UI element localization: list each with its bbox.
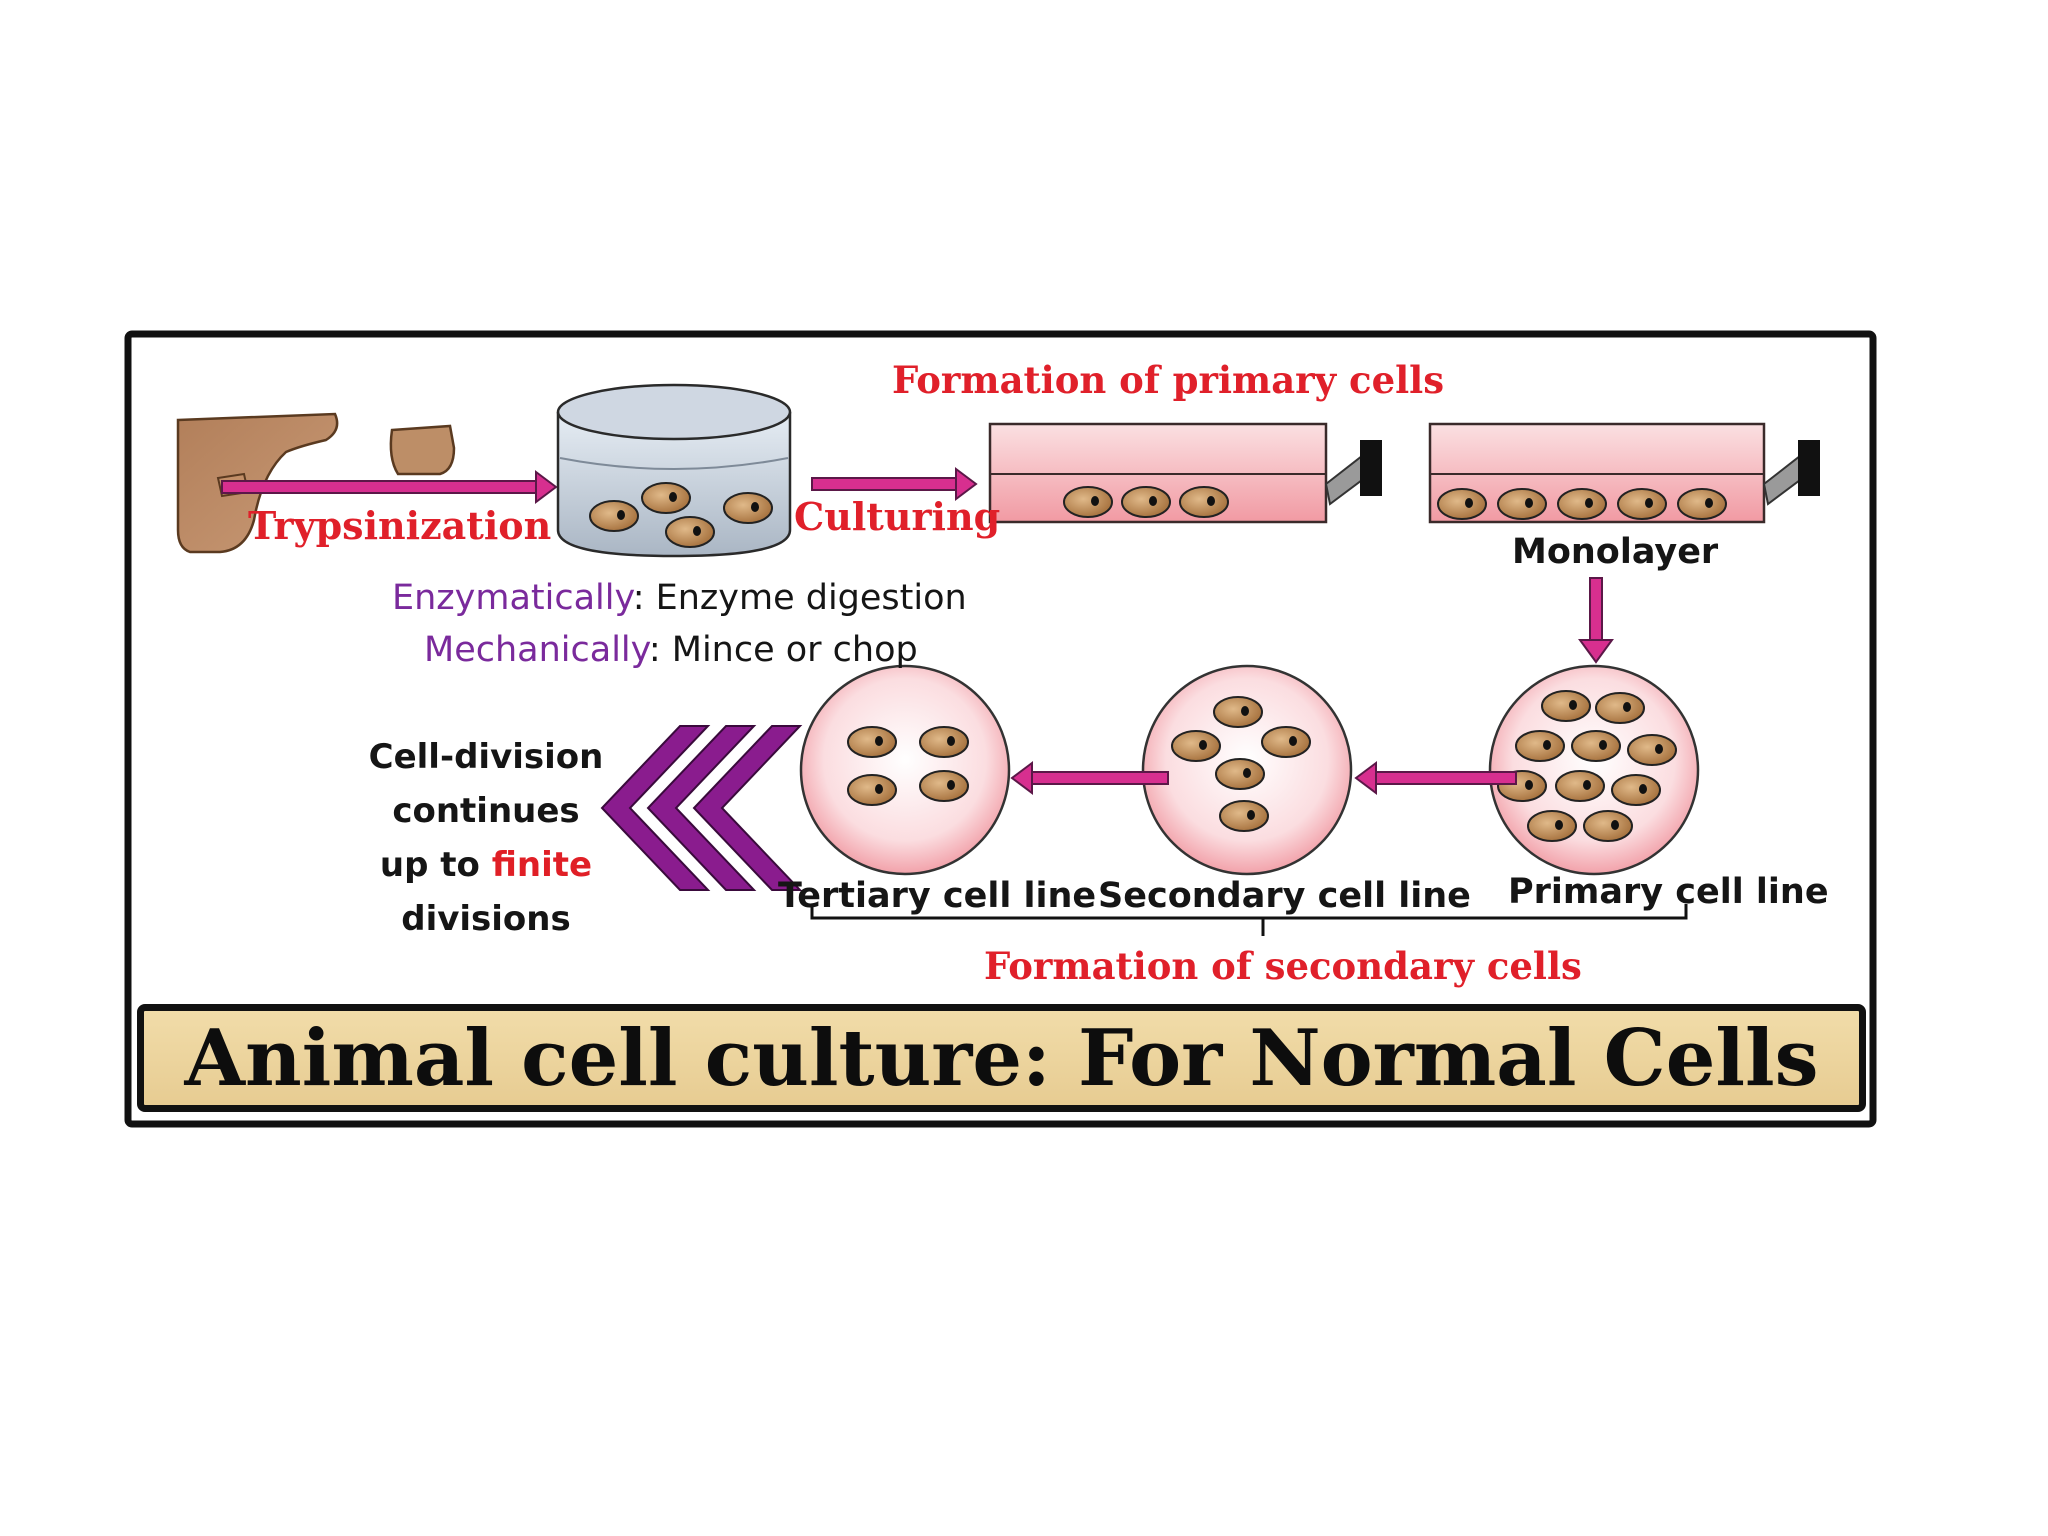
note-highlight: finite — [491, 845, 593, 885]
cell — [1595, 692, 1645, 724]
cell — [1627, 734, 1677, 766]
method-mechanical: Mechanically: Mince or chop — [424, 630, 918, 670]
label-primary-cell-line: Primary cell line — [1508, 872, 1829, 912]
note-line: continues — [392, 791, 580, 831]
dish-primary — [1488, 664, 1700, 876]
heading-secondary-cells: Formation of secondary cells — [984, 944, 1582, 988]
heading-primary-cells: Formation of primary cells — [892, 358, 1445, 402]
note-line: up to finite — [356, 838, 616, 892]
beaker-liquid-line — [559, 457, 789, 470]
cell — [1555, 770, 1605, 802]
cell — [1527, 810, 1577, 842]
label-trypsinization: Trypsinization — [248, 503, 552, 548]
cell — [1557, 488, 1607, 520]
cell — [847, 774, 897, 806]
cell — [1515, 730, 1565, 762]
cell — [1571, 730, 1621, 762]
cell — [1063, 486, 1113, 518]
cell — [1213, 696, 1263, 728]
method-name: Mechanically — [424, 630, 649, 670]
cell — [665, 516, 715, 548]
cell — [1437, 488, 1487, 520]
cell — [1171, 730, 1221, 762]
cell — [723, 492, 773, 524]
note-line: Cell-division — [368, 737, 604, 777]
beaker-rim — [556, 383, 792, 441]
cell — [1497, 488, 1547, 520]
method-name: Enzymatically — [392, 578, 633, 618]
method-separator: : — [632, 578, 645, 618]
cell — [1261, 726, 1311, 758]
cell — [1219, 800, 1269, 832]
arrow-culturing-shaft — [811, 477, 961, 491]
title-banner: Animal cell culture: For Normal Cells — [137, 1004, 1866, 1112]
arrow-left-head — [1010, 761, 1033, 795]
label-secondary-cell-line: Secondary cell line — [1098, 876, 1471, 916]
arrow-trypsinization-head — [535, 470, 558, 504]
arrow-left-shaft — [1371, 771, 1517, 785]
method-enzymatic: Enzymatically: Enzyme digestion — [392, 578, 967, 618]
arrow-down-head — [1578, 639, 1614, 664]
cell — [1121, 486, 1171, 518]
tissue-fragment-icon — [389, 424, 456, 476]
flask-cap — [1360, 440, 1382, 496]
arrow-down-shaft — [1589, 577, 1603, 645]
cell — [589, 500, 639, 532]
bracket-secondary-cells — [810, 904, 1688, 936]
flask-cap — [1798, 440, 1820, 496]
cell — [1583, 810, 1633, 842]
diagram-title: Animal cell culture: For Normal Cells — [184, 1012, 1819, 1104]
arrow-trypsinization-shaft — [221, 480, 541, 494]
cell — [1179, 486, 1229, 518]
chevron-left-icon — [600, 725, 803, 891]
cell — [1611, 774, 1661, 806]
note-cell-division: Cell-division continues up to finite div… — [356, 730, 616, 946]
note-line: divisions — [401, 899, 571, 939]
cell — [1677, 488, 1727, 520]
dish-tertiary — [799, 664, 1011, 876]
cell — [919, 726, 969, 758]
label-monolayer: Monolayer — [1512, 532, 1719, 572]
cell — [1215, 758, 1265, 790]
method-detail: Enzyme digestion — [644, 578, 967, 618]
method-separator: : — [648, 630, 661, 670]
label-culturing: Culturing — [794, 494, 1001, 539]
cell — [919, 770, 969, 802]
label-tertiary-cell-line: Tertiary cell line — [778, 876, 1097, 916]
cell — [847, 726, 897, 758]
note-prefix: up to — [379, 845, 492, 885]
cell — [1617, 488, 1667, 520]
cell — [641, 482, 691, 514]
arrow-left-shaft — [1027, 771, 1169, 785]
cell — [1541, 690, 1591, 722]
method-detail: Mince or chop — [660, 630, 918, 670]
arrow-left-head — [1354, 761, 1377, 795]
arrow-culturing-head — [955, 467, 978, 501]
